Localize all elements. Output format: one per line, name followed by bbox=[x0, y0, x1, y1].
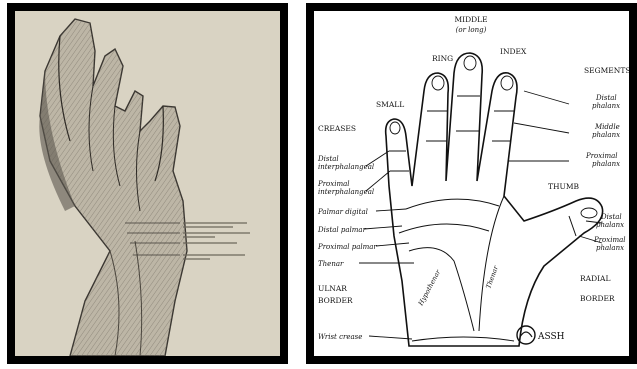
label-small: SMALL bbox=[376, 100, 404, 109]
label-creases: CREASES bbox=[318, 124, 356, 133]
label-ulnar-2: BORDER bbox=[318, 296, 353, 305]
label-ulnar-1: ULNAR bbox=[318, 284, 347, 293]
label-thenar-crease: Thenar bbox=[318, 260, 344, 268]
label-middle-phalanx-1: Middle bbox=[594, 123, 620, 131]
label-distal-ip-2: interphalangeal bbox=[318, 163, 374, 171]
right-panel: MIDDLE (or long) RING INDEX SMALL THUMB … bbox=[306, 3, 637, 364]
assh-logo-text: ASSH bbox=[537, 332, 565, 342]
label-thumb-proximal-1: Proximal bbox=[593, 236, 626, 244]
label-distal-phalanx-2: phalanx bbox=[592, 102, 620, 110]
label-proximal-ip-1: Proximal bbox=[317, 180, 350, 188]
label-proximal-palmar: Proximal palmar bbox=[317, 243, 377, 251]
label-radial-2: BORDER bbox=[580, 294, 615, 303]
label-thumb-distal-2: phalanx bbox=[596, 221, 624, 229]
palm-diagram-figure: MIDDLE (or long) RING INDEX SMALL THUMB … bbox=[314, 11, 629, 356]
label-index: INDEX bbox=[500, 47, 527, 56]
hand-sketch-drawing bbox=[15, 11, 280, 356]
label-ring: RING bbox=[432, 54, 453, 63]
label-distal-phalanx-1: Distal bbox=[595, 94, 617, 102]
label-middle: MIDDLE bbox=[454, 15, 487, 24]
label-proximal-ip-2: interphalangeal bbox=[318, 188, 374, 196]
label-proximal-phalanx-1: Proximal bbox=[585, 152, 618, 160]
label-distal-palmar: Distal palmar bbox=[317, 226, 367, 234]
label-distal-ip-1: Distal bbox=[317, 155, 339, 163]
label-thumb-distal-1: Distal bbox=[600, 213, 622, 221]
label-middle-sub: (or long) bbox=[456, 26, 487, 34]
label-middle-phalanx-2: phalanx bbox=[592, 131, 620, 139]
label-wrist-crease: Wrist crease bbox=[318, 333, 362, 341]
label-thumb: THUMB bbox=[548, 182, 580, 191]
label-segments: SEGMENTS bbox=[584, 66, 629, 75]
label-proximal-phalanx-2: phalanx bbox=[592, 160, 620, 168]
label-palmar-digital: Palmar digital bbox=[317, 208, 368, 216]
left-panel bbox=[7, 3, 288, 364]
label-radial-1: RADIAL bbox=[580, 274, 610, 283]
hand-sketch-figure bbox=[15, 11, 280, 356]
assh-logo: ASSH bbox=[517, 326, 565, 344]
label-thumb-proximal-2: phalanx bbox=[596, 244, 624, 252]
palm-diagram: MIDDLE (or long) RING INDEX SMALL THUMB … bbox=[314, 11, 629, 356]
